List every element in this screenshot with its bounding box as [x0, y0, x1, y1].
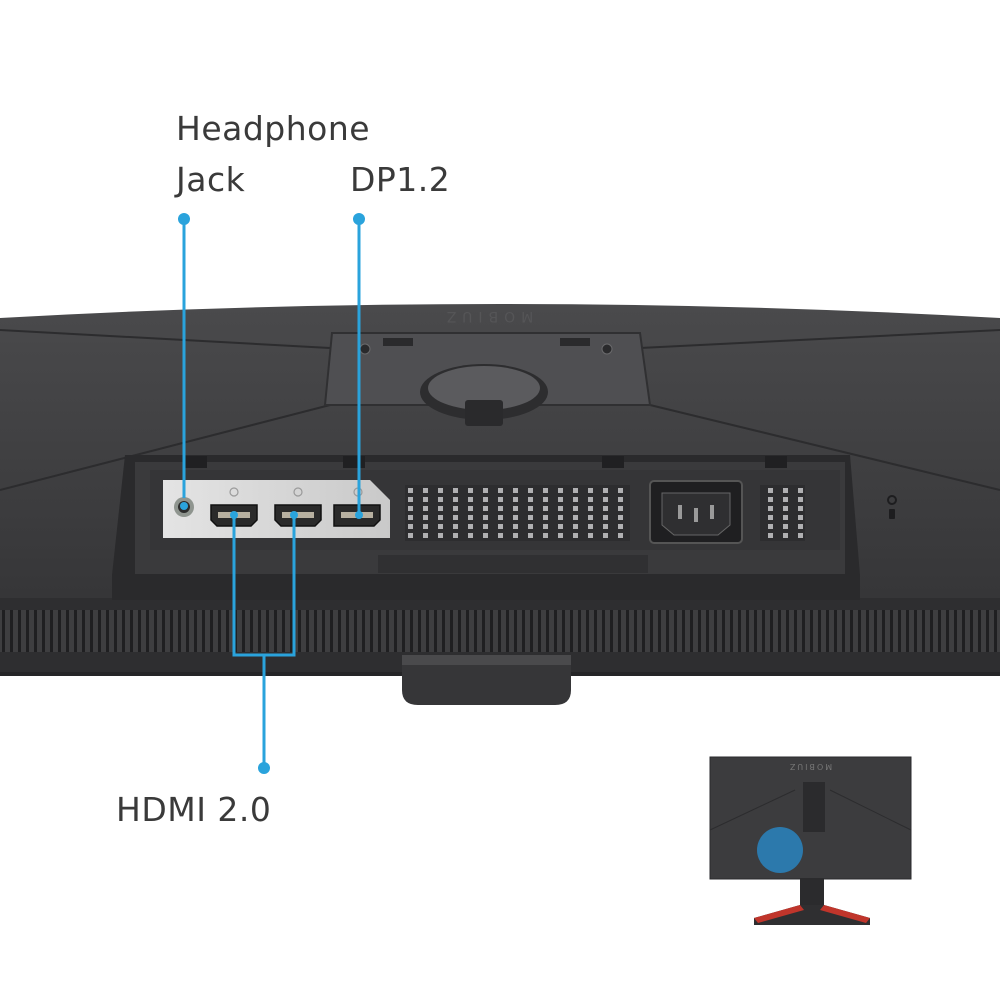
ac-power-port[interactable]	[649, 480, 743, 544]
kensington-lock-icon	[887, 495, 897, 519]
panel-logo: MOBIUZ	[441, 308, 533, 324]
callout-dots	[178, 213, 365, 774]
vent-grille-right	[760, 485, 805, 541]
headphone-jack-label-line2: Jack	[176, 160, 246, 199]
displayport-label: DP1.2	[350, 160, 451, 199]
stand-mount	[323, 332, 652, 426]
stand-neck	[402, 655, 571, 705]
hdmi-port-2[interactable]	[274, 504, 322, 527]
hdmi-label: HDMI 2.0	[116, 790, 272, 829]
monitor-thumbnail: MOBIUZ	[709, 756, 912, 925]
callout-lines	[182, 219, 361, 767]
thumbnail-logo: MOBIUZ	[788, 762, 832, 771]
vent-grille-left	[405, 485, 630, 541]
headphone-jack-label-line1: Headphone	[176, 109, 371, 148]
